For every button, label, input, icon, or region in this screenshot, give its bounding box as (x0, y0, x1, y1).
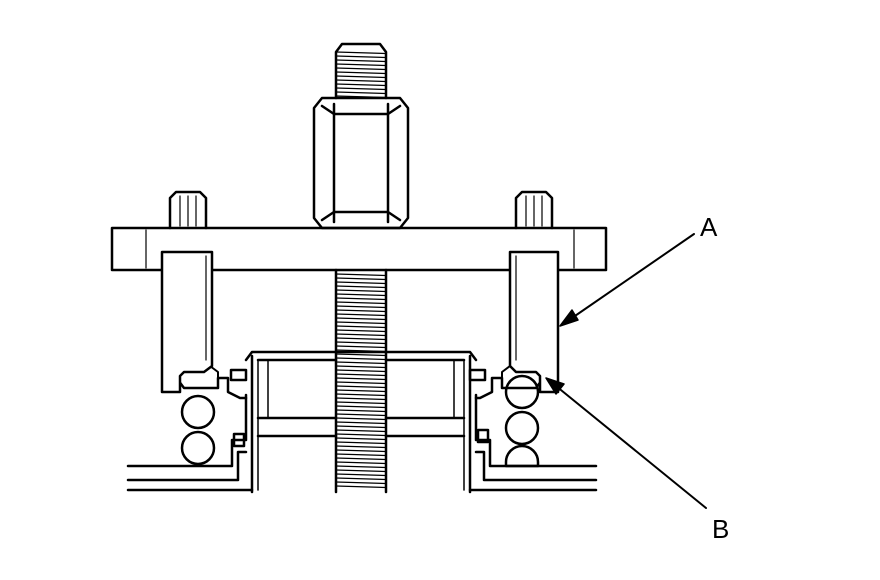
thread-line (335, 79, 387, 83)
thread-line (335, 381, 387, 385)
thread-line (335, 357, 387, 361)
thread-line (335, 377, 387, 381)
thread-line (335, 297, 387, 301)
thread-line (335, 369, 387, 373)
thread-line (335, 293, 387, 297)
thread-line (335, 485, 387, 489)
leader-b (545, 377, 707, 509)
housing-left (126, 354, 254, 494)
thread-line (335, 429, 387, 433)
thread-line (335, 317, 387, 321)
thread-line (335, 91, 387, 95)
screw-top-threads (334, 42, 388, 100)
thread-line (335, 405, 387, 409)
thread-line (335, 385, 387, 389)
puller-jaw-right (508, 250, 560, 394)
thread-line (335, 437, 387, 441)
bearing-balls-right (476, 374, 540, 468)
thread-line (335, 413, 387, 417)
housing-right (468, 354, 598, 494)
thread-line (335, 417, 387, 421)
thread-line (335, 281, 387, 285)
bearing-balls-left (180, 394, 246, 466)
thread-line (335, 273, 387, 277)
thread-line (335, 87, 387, 91)
thread-line (335, 353, 387, 357)
callout-label-b: B (712, 514, 729, 544)
thread-line (335, 473, 387, 477)
thread-line (335, 441, 387, 445)
thread-line (335, 361, 387, 365)
thread-line (335, 285, 387, 289)
thread-line (335, 461, 387, 465)
leader-a (559, 233, 695, 327)
callout-label-a: A (700, 212, 718, 242)
thread-line (335, 421, 387, 425)
thread-line (335, 449, 387, 453)
thread-line (335, 313, 387, 317)
thread-line (335, 453, 387, 457)
thread-line (335, 329, 387, 333)
thread-line (335, 457, 387, 461)
thread-line (335, 337, 387, 341)
thread-line (335, 401, 387, 405)
thread-line (335, 305, 387, 309)
thread-line (335, 397, 387, 401)
thread-line (335, 409, 387, 413)
bolt-head-left (168, 190, 208, 230)
thread-line (335, 373, 387, 377)
thread-line (335, 75, 387, 79)
thread-line (335, 389, 387, 393)
thread-line (335, 349, 387, 353)
thread-line (335, 469, 387, 473)
thread-line (335, 333, 387, 337)
thread-line (335, 445, 387, 449)
thread-line (335, 67, 387, 71)
thread-line (335, 341, 387, 345)
thread-line (335, 325, 387, 329)
thread-line (335, 289, 387, 293)
bolt-head-right (514, 190, 554, 230)
thread-line (335, 301, 387, 305)
thread-line (335, 71, 387, 75)
thread-line (335, 321, 387, 325)
thread-line (335, 433, 387, 437)
thread-line (335, 477, 387, 481)
bearing-race (244, 350, 478, 491)
thread-line (335, 465, 387, 469)
thread-line (335, 425, 387, 429)
thread-line (335, 63, 387, 67)
thread-line (335, 309, 387, 313)
thread-line (335, 83, 387, 87)
center-screw (334, 268, 388, 494)
puller-jaw-left (160, 250, 214, 394)
thread-line (335, 277, 387, 281)
thread-line (335, 481, 387, 485)
puller-crossbar (110, 226, 608, 272)
thread-line (335, 51, 387, 55)
hex-nut (312, 96, 410, 230)
thread-line (335, 393, 387, 397)
thread-line (335, 59, 387, 63)
thread-line (335, 55, 387, 59)
thread-line (335, 365, 387, 369)
thread-line (335, 345, 387, 349)
